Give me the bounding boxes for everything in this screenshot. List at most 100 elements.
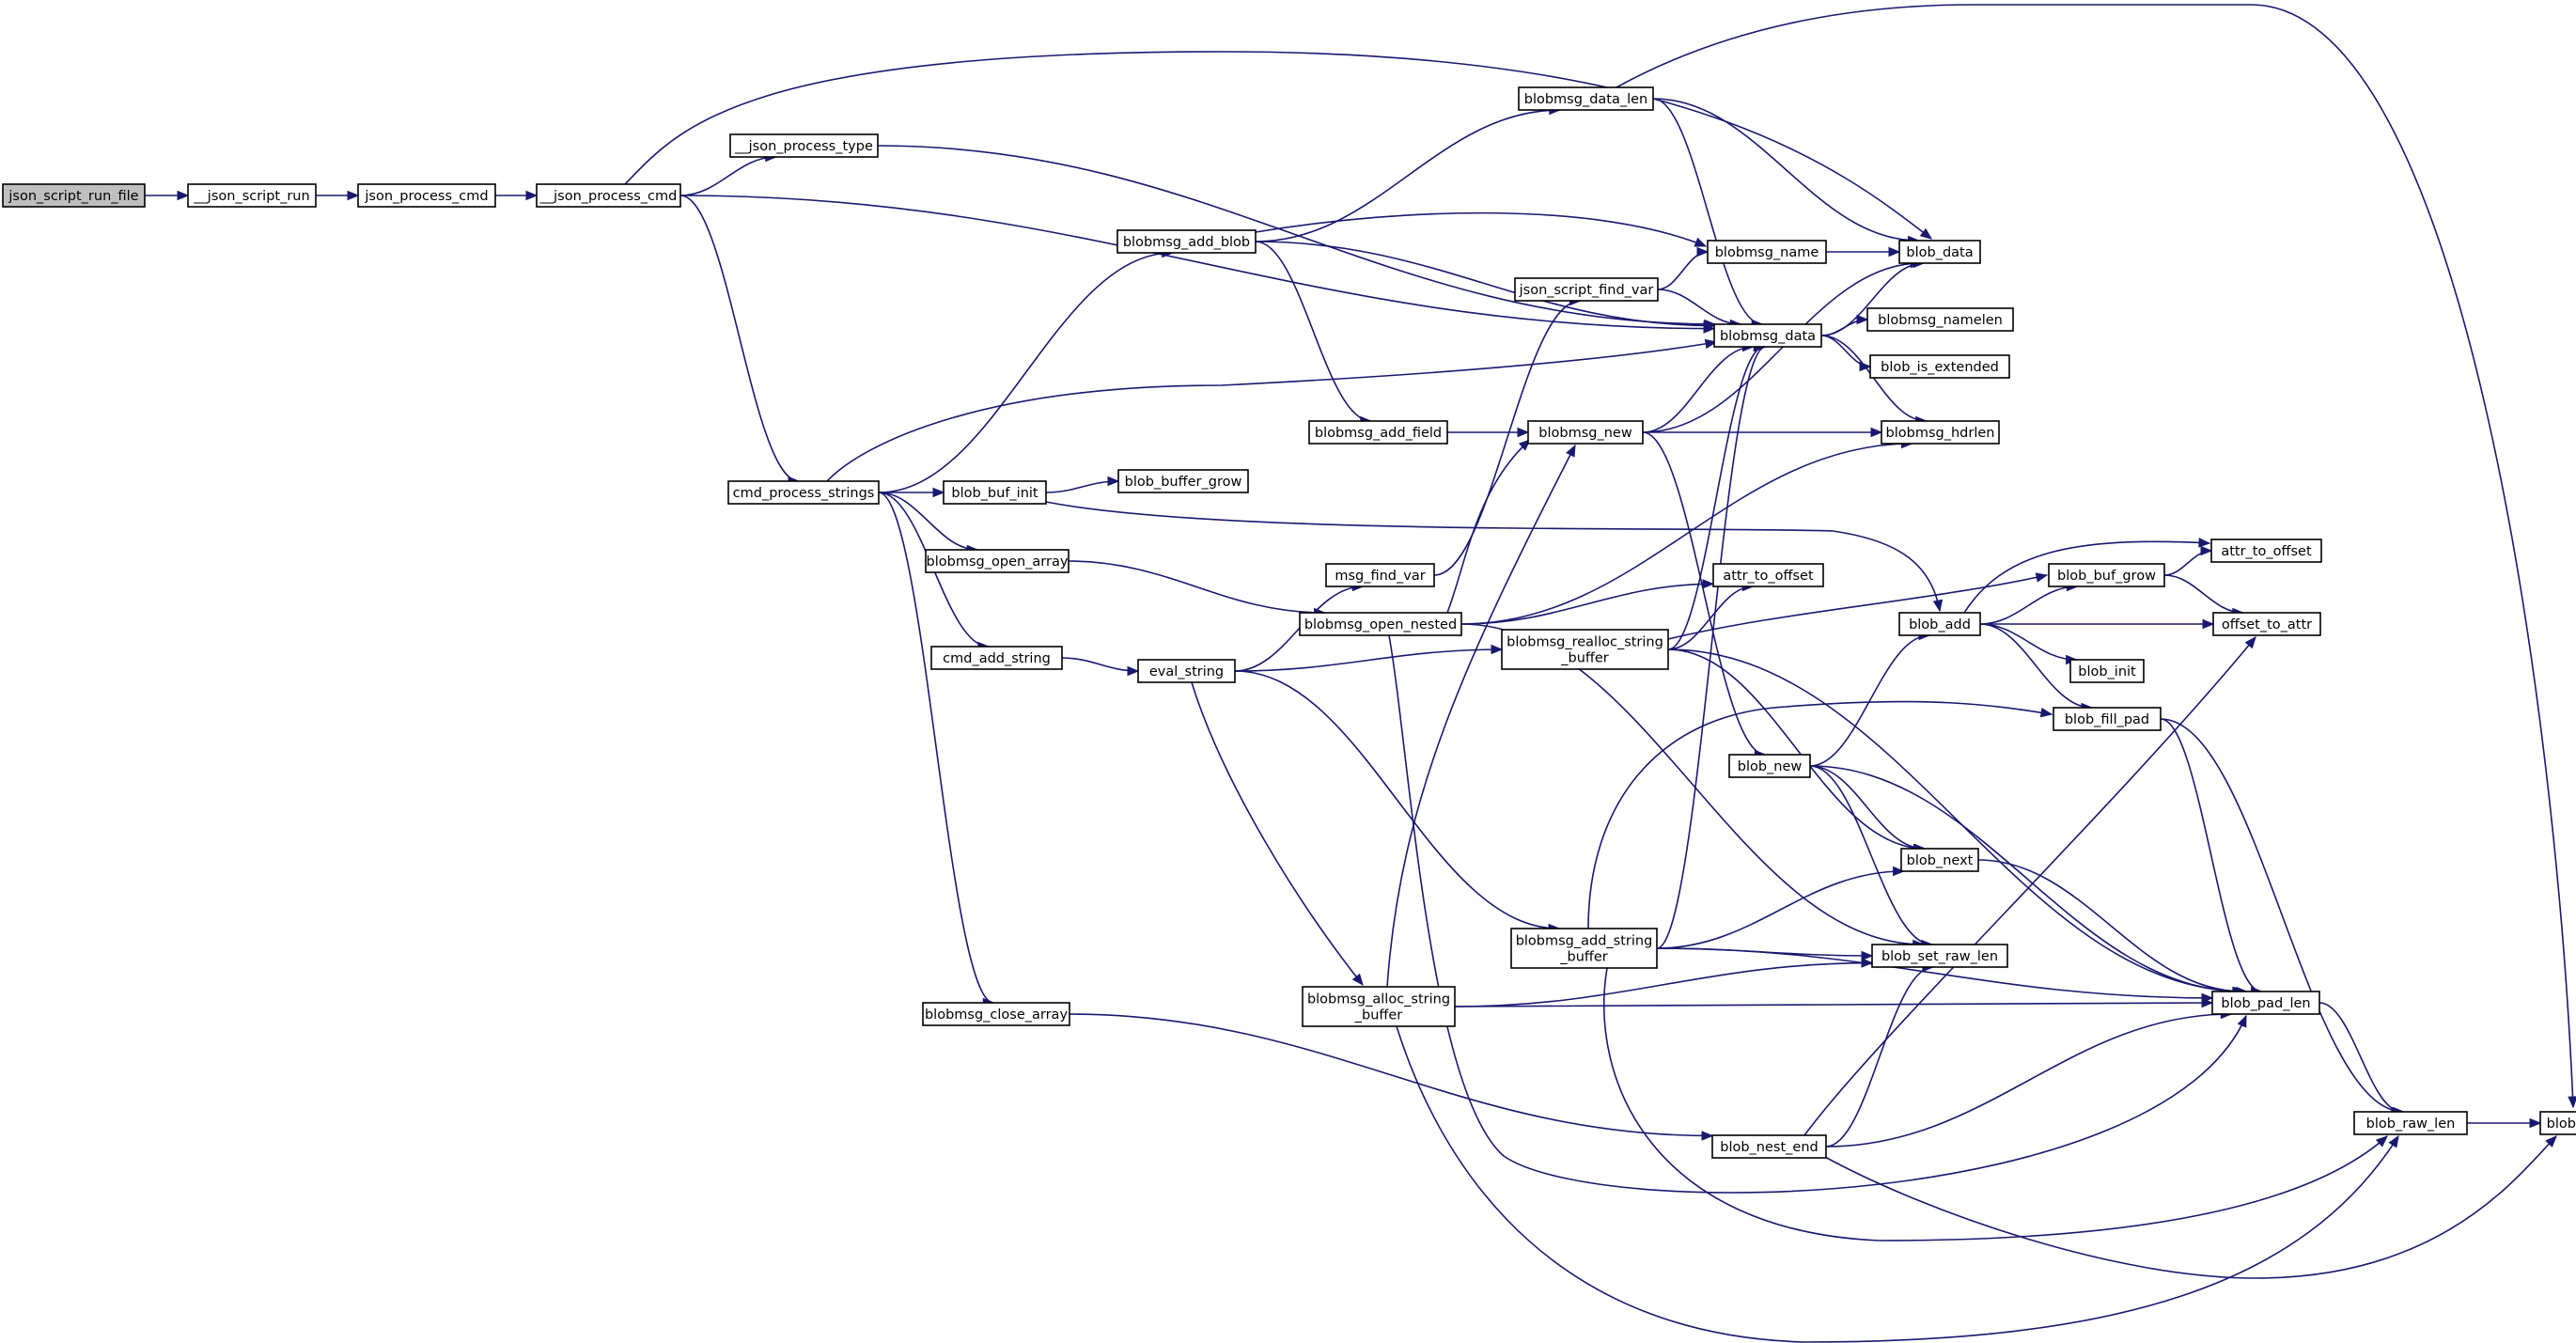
node-json-script-run-file[interactable]: json_script_run_file	[2, 183, 146, 208]
edge-blob-add-to-attr-to-offset-2	[1963, 538, 2211, 614]
node---json-script-run[interactable]: __json_script_run	[187, 183, 317, 208]
node-blob-next[interactable]: blob_next	[1900, 848, 1979, 872]
node-box	[187, 183, 317, 208]
edge---json-process-cmd-to---json-process-type	[679, 151, 778, 196]
node-cmd-add-string[interactable]: cmd_add_string	[930, 646, 1063, 670]
node-blob-is-extended[interactable]: blob_is_extended	[1869, 354, 2010, 379]
edge-blob-nest-end-to-blob-set-raw-len	[1825, 961, 1935, 1148]
node-blobmsg-open-nested[interactable]: blobmsg_open_nested	[1299, 612, 1462, 636]
node-blobmsg-add-blob[interactable]: blobmsg_add_blob	[1116, 229, 1257, 254]
node-blobmsg-add-string-buffer[interactable]: blobmsg_add_string_buffer	[1510, 928, 1658, 969]
edge-line	[1979, 586, 2078, 625]
node-blobmsg-alloc-string-buffer[interactable]: blobmsg_alloc_string_buffer	[1302, 986, 1456, 1027]
edge-blobmsg-new-to-blobmsg-hdrlen	[1642, 427, 1883, 438]
node-blobmsg-new[interactable]: blobmsg_new	[1527, 420, 1644, 445]
node-blob-buf-init[interactable]: blob_buf_init	[943, 480, 1047, 505]
edge-line	[1809, 765, 2244, 992]
node-blob-buffer-grow[interactable]: blob_buffer_grow	[1117, 469, 1249, 493]
node---json-process-type[interactable]: __json_process_type	[729, 133, 879, 158]
edge-arrowhead	[2039, 708, 2053, 718]
node-blob-fill-pad[interactable]: blob_fill_pad	[2053, 707, 2162, 731]
edge-line	[1652, 98, 1919, 242]
edge-blobmsg-alloc-string-buffer-to-blob-raw-len	[1396, 1025, 2399, 1343]
edge-blobmsg-add-blob-to-blobmsg-add-field	[1255, 241, 1373, 427]
edge-blobmsg-open-nested-to-attr-to-offset-1	[1460, 579, 1715, 625]
edge-arrowhead	[1888, 246, 1901, 258]
edge-arrowhead	[2388, 1134, 2399, 1148]
node-blob-pad-len[interactable]: blob_pad_len	[2211, 991, 2320, 1015]
edge-blobmsg-data-to-blob-is-extended	[1820, 335, 1872, 372]
edge-line	[1656, 870, 1904, 949]
node-json-script-find-var[interactable]: json_script_find_var	[1514, 277, 1659, 302]
node-cmd-process-strings[interactable]: cmd_process_strings	[727, 480, 880, 505]
node-json-process-cmd[interactable]: json_process_cmd	[357, 183, 496, 208]
edge-cmd-process-strings-to-blobmsg-data	[826, 338, 1718, 482]
node-label: eval_string	[1149, 664, 1224, 679]
edge-arrowhead	[1704, 338, 1718, 350]
node-box	[930, 646, 1063, 670]
edge-blobmsg-add-field-to-blobmsg-new	[1446, 427, 1530, 438]
edge-arrowhead	[1856, 314, 1869, 325]
edge-blob-nest-end-to-blob-pad-len	[1825, 1008, 2233, 1148]
node-blob-nest-end[interactable]: blob_nest_end	[1711, 1134, 1827, 1159]
node-label: blob_add	[1909, 617, 1971, 632]
edge-blobmsg-data-len-to-blob-len	[1616, 4, 2576, 1109]
node-attr-to-offset-2[interactable]: attr_to_offset	[2210, 539, 2322, 563]
node-blob-set-raw-len[interactable]: blob_set_raw_len	[1871, 944, 2008, 968]
node-eval-string[interactable]: eval_string	[1137, 659, 1236, 683]
node-box	[1900, 848, 1979, 872]
node-box	[922, 1002, 1070, 1026]
edge-arrowhead	[1701, 1131, 1714, 1141]
edge-arrowhead	[1702, 579, 1715, 589]
edge-line	[1809, 765, 1925, 850]
edge-line	[1255, 211, 1707, 247]
edge-arrowhead	[1566, 444, 1576, 458]
edge-blob-pad-len-to-blob-raw-len	[2318, 1002, 2404, 1117]
edge-line	[1396, 1025, 2399, 1343]
node-blobmsg-namelen[interactable]: blobmsg_namelen	[1866, 307, 2014, 332]
node-attr-to-offset-1[interactable]: attr_to_offset	[1712, 563, 1824, 587]
node-blobmsg-name[interactable]: blobmsg_name	[1707, 240, 1827, 264]
edge-cmd-add-string-to-eval-string	[1061, 657, 1140, 677]
node-blobmsg-data-len[interactable]: blobmsg_data_len	[1518, 86, 1654, 111]
node-label: blobmsg_open_array	[927, 554, 1069, 570]
node-blobmsg-open-array[interactable]: blobmsg_open_array	[925, 549, 1069, 573]
node-blobmsg-data[interactable]: blobmsg_data	[1713, 323, 1822, 348]
edge-arrowhead	[1703, 320, 1716, 331]
node-blob-buf-grow[interactable]: blob_buf_grow	[2048, 563, 2165, 587]
node-blob-data[interactable]: blob_data	[1898, 240, 1981, 264]
node-blobmsg-realloc-string-buffer[interactable]: blobmsg_realloc_string_buffer	[1501, 629, 1669, 670]
node-box	[1728, 754, 1811, 778]
node---json-process-cmd[interactable]: __json_process_cmd	[536, 183, 681, 208]
node-label: blobmsg_data	[1720, 329, 1816, 344]
edge-blob-add-to-blob-buf-grow	[1979, 581, 2079, 625]
node-blob-len[interactable]: blob_len	[2539, 1111, 2576, 1135]
edge-line	[1963, 540, 2210, 614]
edge-line	[1061, 657, 1139, 672]
edge-line	[1068, 560, 1325, 614]
node-blob-raw-len[interactable]: blob_raw_len	[2353, 1111, 2468, 1135]
node-label: cmd_process_strings	[733, 486, 875, 501]
edge-blob-nest-end-to-offset-to-attr	[1803, 635, 2256, 1136]
node-label: json_process_cmd	[364, 189, 488, 204]
node-blobmsg-close-array[interactable]: blobmsg_close_array	[922, 1002, 1070, 1026]
node-blob-init[interactable]: blob_init	[2069, 659, 2145, 683]
edge-blobmsg-data-to-blobmsg-namelen	[1820, 314, 1869, 336]
node-box	[1117, 469, 1249, 493]
edge-arrowhead	[2545, 1135, 2557, 1148]
node-msg-find-var[interactable]: msg_find_var	[1325, 563, 1435, 587]
edge-line	[1667, 346, 1765, 650]
node-box	[1881, 420, 2000, 445]
edge-line	[2160, 718, 2404, 1113]
node-offset-to-attr[interactable]: offset_to_attr	[2212, 612, 2321, 636]
node-blob-add[interactable]: blob_add	[1898, 612, 1981, 636]
edge-arrowhead	[1127, 665, 1140, 677]
node-blobmsg-add-field[interactable]: blobmsg_add_field	[1308, 420, 1448, 445]
node-blobmsg-hdrlen[interactable]: blobmsg_hdrlen	[1881, 420, 2000, 445]
edge-eval-string-to-blobmsg-add-string-buffer	[1234, 670, 1561, 934]
edge-line	[826, 341, 1717, 482]
node-blob-new[interactable]: blob_new	[1728, 754, 1811, 778]
edge-blobmsg-alloc-string-buffer-to-blobmsg-new	[1386, 444, 1576, 988]
edge-line	[1667, 648, 2247, 992]
